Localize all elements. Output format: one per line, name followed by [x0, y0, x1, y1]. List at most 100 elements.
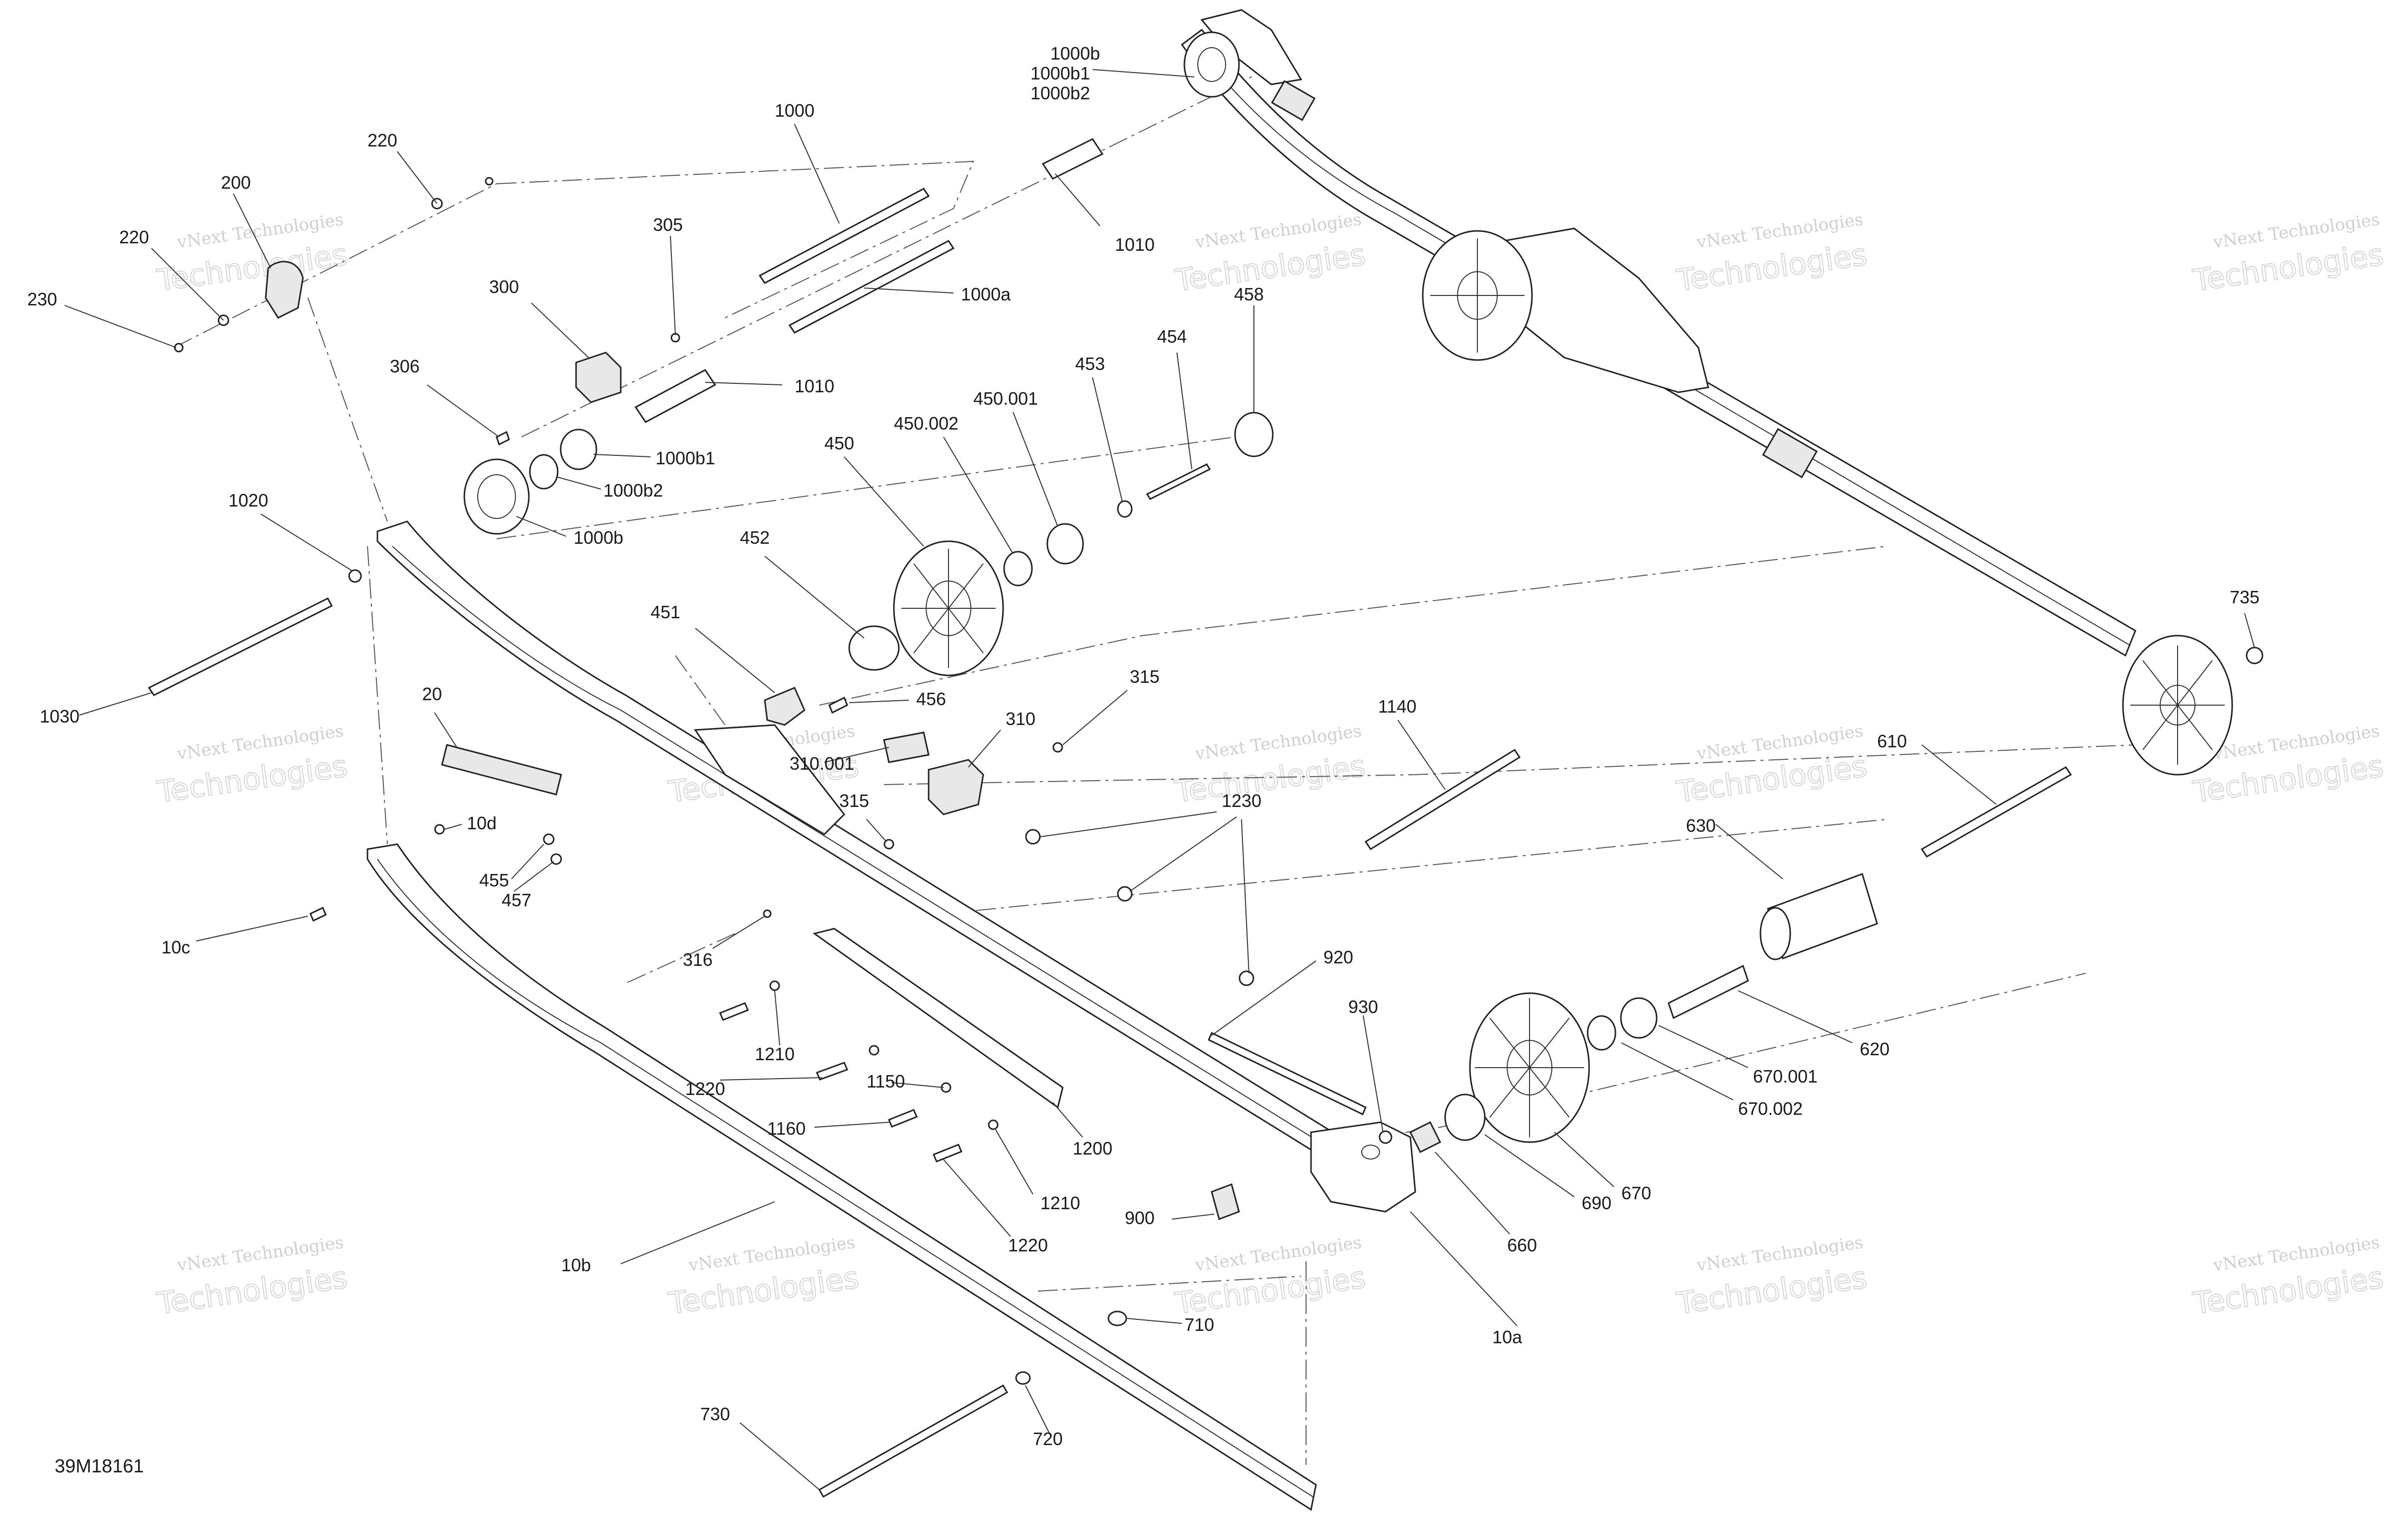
part-label: 730	[700, 1404, 730, 1424]
part-220-bolt-end	[485, 177, 494, 186]
leader-line	[79, 692, 152, 716]
part-label: 1000b2	[603, 480, 663, 501]
part-316-pin	[763, 909, 772, 918]
part-label: 1200	[1073, 1138, 1112, 1159]
part-200-cap	[265, 261, 304, 319]
part-label: 457	[502, 890, 531, 910]
part-1230-bushing	[1117, 886, 1133, 902]
part-label: 315	[1130, 666, 1160, 687]
leader-line	[1658, 1025, 1749, 1068]
leader-line	[1241, 819, 1249, 974]
leader-line	[891, 1082, 944, 1088]
part-label: 455	[479, 870, 509, 890]
part-710-washer	[1107, 1310, 1127, 1326]
leader-line	[513, 861, 554, 892]
small-parts	[147, 138, 2263, 1498]
far-rail-block	[1271, 80, 1316, 121]
center-line	[521, 74, 1257, 437]
part-620-shaft	[1668, 964, 1749, 1019]
part-1010-tube	[1041, 138, 1104, 180]
part-label: 300	[489, 277, 519, 297]
drawing-number: 39M18161	[55, 1456, 144, 1477]
far-rail	[1180, 28, 2136, 657]
part-610-shaft	[1920, 766, 2072, 858]
leader-line	[64, 305, 177, 348]
near-rail-edge	[392, 546, 1336, 1153]
part-20-decal	[441, 744, 562, 796]
leader-line	[774, 990, 780, 1046]
part-1220-bolt	[933, 1144, 962, 1163]
part-label: 310.001	[790, 753, 854, 774]
leader-line	[695, 628, 775, 693]
far-rail-block	[1762, 428, 1818, 479]
part-451-clip	[764, 687, 805, 726]
leader-line	[1055, 173, 1100, 226]
center-line	[819, 546, 1888, 706]
center-line	[496, 160, 974, 318]
part-label: 230	[27, 289, 57, 309]
leader-line	[1621, 1042, 1734, 1100]
slide-10b	[366, 843, 1317, 1511]
part-label: 720	[1033, 1429, 1063, 1449]
part-453-washer	[1117, 500, 1133, 518]
leader-line	[1171, 1214, 1215, 1220]
part-label: 454	[1157, 326, 1187, 347]
center-line	[307, 297, 388, 522]
far-rail-front-wheel	[1183, 31, 1240, 98]
part-label: 1160	[767, 1118, 805, 1139]
leader-line	[1738, 990, 1853, 1043]
part-450-wheel-spokes	[901, 549, 996, 668]
part-label: 1220	[1008, 1235, 1048, 1255]
part-label: 10c	[161, 937, 190, 957]
part-310-block	[928, 759, 984, 815]
part-label: 20	[422, 684, 442, 704]
part-label: 1020	[228, 490, 268, 510]
part-label: 690	[1582, 1193, 1611, 1213]
part-1000-shaft	[758, 188, 930, 284]
part-1030-bolt	[147, 597, 333, 696]
far-rail-rear-wheel-spokes	[2130, 646, 2225, 765]
part-660-adjuster	[1409, 1121, 1442, 1154]
leader-line	[151, 248, 224, 321]
leader-line	[556, 476, 601, 490]
center-line	[883, 744, 2136, 785]
part-930-nut	[1379, 1130, 1392, 1144]
part-1010-tube	[634, 369, 717, 423]
leader-line	[397, 151, 438, 204]
part-label: 1000b	[1050, 43, 1100, 64]
part-label: 10b	[561, 1255, 591, 1275]
part-label: 1210	[1040, 1193, 1080, 1213]
part-1000a-shaft	[788, 240, 955, 334]
leader-line	[968, 729, 1001, 768]
leader-line	[794, 124, 840, 224]
part-label: 1000a	[961, 284, 1011, 304]
center-line	[625, 933, 735, 984]
leader-line	[1092, 69, 1195, 77]
part-label: 1000	[775, 100, 814, 121]
part-label: 1010	[795, 376, 834, 396]
part-label: 310	[1006, 709, 1035, 729]
part-735-nut	[2246, 647, 2263, 664]
part-label: 670.002	[1738, 1098, 1803, 1119]
part-454-bolt	[1146, 463, 1211, 500]
leader-line	[995, 1129, 1033, 1195]
leader-line	[1211, 960, 1316, 1036]
leader-line	[670, 235, 676, 336]
part-1000b-wheel	[463, 458, 530, 535]
leader-line	[2244, 613, 2255, 649]
part-452-washer	[848, 625, 900, 671]
slide-edge	[377, 859, 1314, 1498]
part-1220-bolt	[719, 1002, 749, 1021]
part-label: 306	[390, 356, 420, 376]
leader-line	[849, 700, 909, 703]
part-label: 200	[221, 172, 251, 193]
part-670-001-bearing	[1620, 997, 1658, 1039]
part-450-002-ring	[1003, 551, 1033, 586]
leader-line	[1554, 1132, 1614, 1187]
leader-line	[739, 1422, 820, 1490]
part-315-washer	[1052, 742, 1063, 753]
near-rail-rear-plate	[1310, 1121, 1416, 1213]
part-labels: 1000b 1000b1 1000b2 1000 220 200 220 230…	[27, 43, 2260, 1449]
part-730-bolt	[818, 1384, 1009, 1498]
part-1160-bolt	[888, 1109, 918, 1128]
